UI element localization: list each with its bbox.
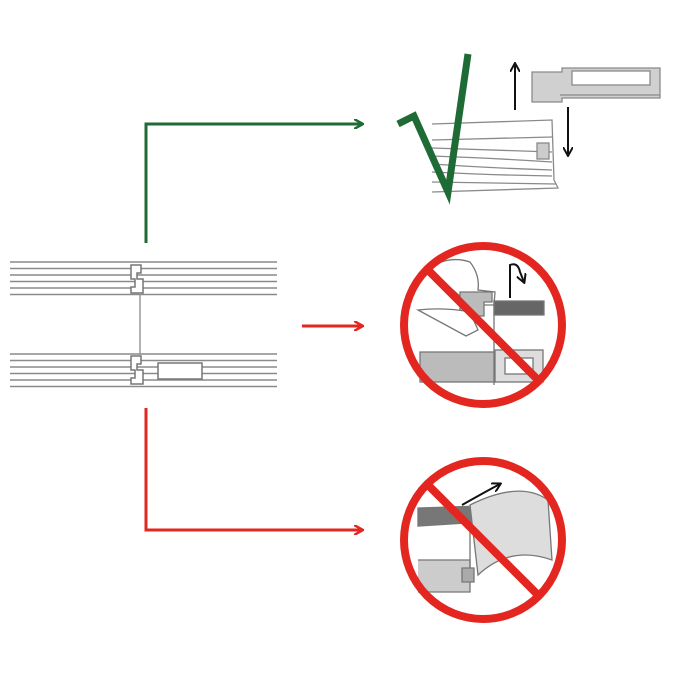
prohibited-icon (400, 457, 566, 623)
connector-hooks (130, 264, 203, 385)
wrong-illustration-2 (400, 457, 566, 623)
bottom-strip (10, 353, 277, 388)
wrong-arrow-2 (144, 408, 362, 530)
prohibited-icon (400, 242, 566, 408)
correct-illustration (396, 53, 661, 205)
checkmark-icon (396, 53, 472, 205)
correct-arrow (144, 124, 362, 243)
wrong-illustration-1 (400, 242, 566, 408)
